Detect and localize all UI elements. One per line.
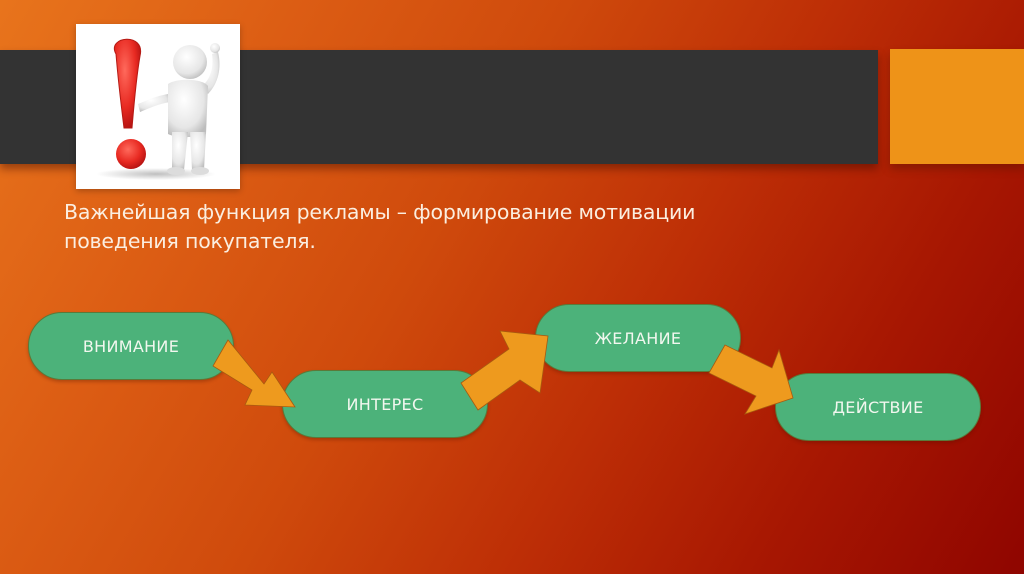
step-label: ДЕЙСТВИЕ [832, 397, 924, 417]
arrow-down-right-icon [708, 344, 794, 415]
step-label: ВНИМАНИЕ [82, 336, 180, 356]
headline-line-1: Важнейшая функция рекламы – формирование… [64, 200, 696, 224]
arrow-up-right-icon [460, 330, 549, 411]
step-label: ЖЕЛАНИЕ [594, 328, 682, 348]
arrow-down-right-icon [212, 339, 296, 408]
step-attention: ВНИМАНИЕ [28, 312, 234, 380]
accent-box [890, 49, 1024, 164]
exclamation-figure-icon [96, 38, 220, 180]
step-action: ДЕЙСТВИЕ [775, 373, 981, 441]
illustration-card [76, 24, 240, 189]
headline: Важнейшая функция рекламы – формирование… [64, 198, 804, 256]
headline-line-2: поведения покупателя. [64, 229, 316, 253]
step-label: ИНТЕРЕС [346, 394, 424, 414]
step-interest: ИНТЕРЕС [282, 370, 488, 438]
